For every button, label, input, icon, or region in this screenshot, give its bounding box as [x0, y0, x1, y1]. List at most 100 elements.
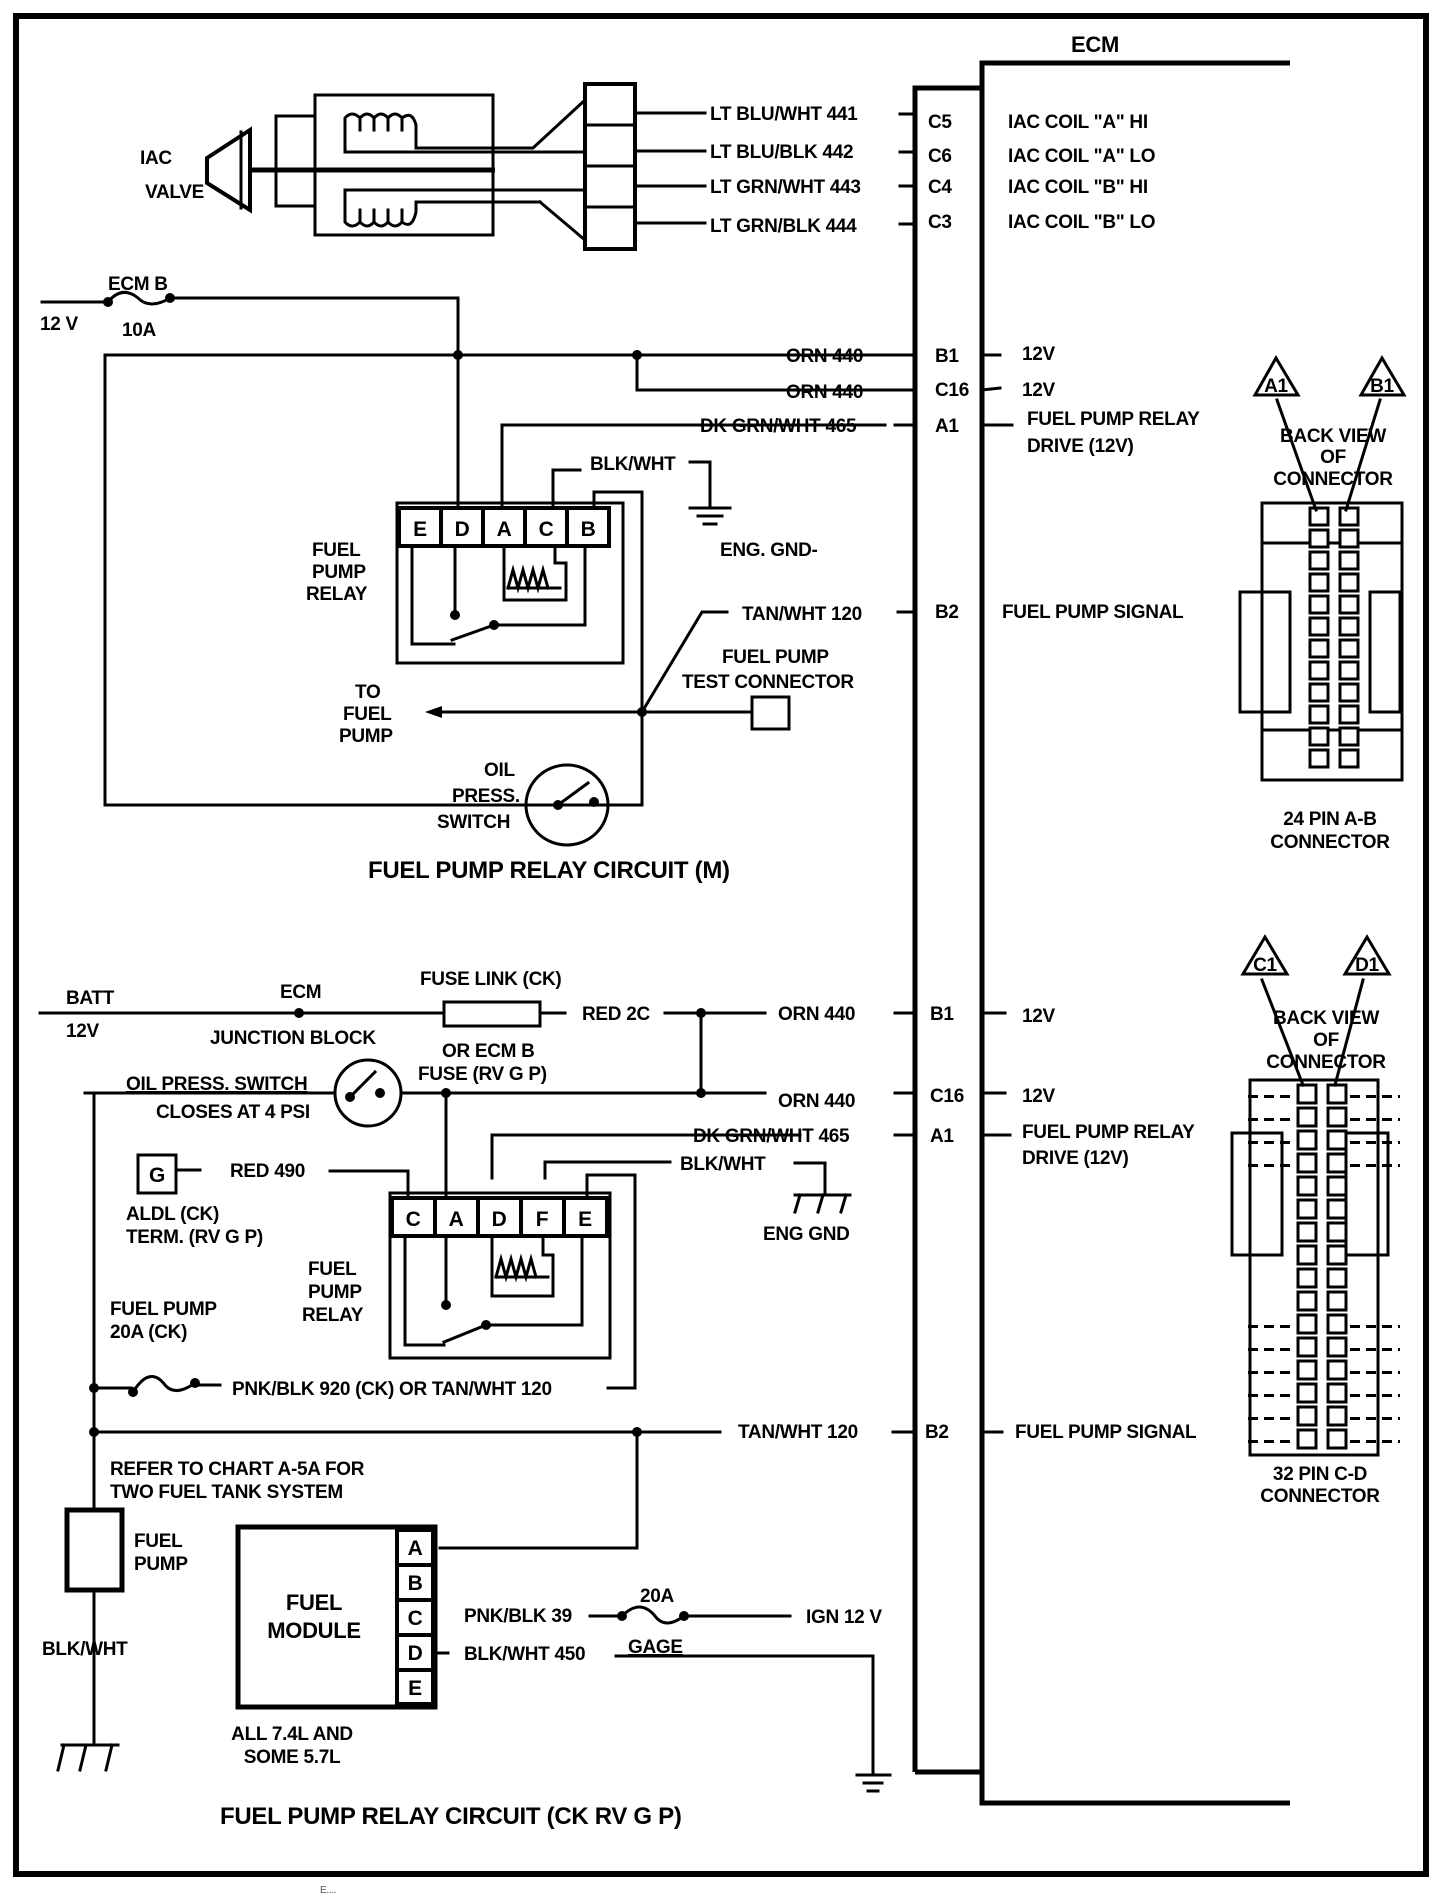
fuse-icon	[105, 290, 173, 306]
oil-switch-note: CLOSES AT 4 PSI	[156, 1102, 310, 1123]
relay-contact-icon	[442, 1323, 488, 1344]
wire-label: ORN 440	[778, 1091, 855, 1112]
connector-name: CONNECTOR	[1270, 832, 1390, 853]
pin-function-2: DRIVE (12V)	[1022, 1148, 1129, 1169]
connector-pin	[1338, 638, 1360, 659]
connector-pin	[1338, 616, 1360, 637]
aldl-label: TERM. (RV G P)	[126, 1227, 263, 1248]
connector-pin	[1326, 1405, 1348, 1427]
fuel-pump	[64, 1507, 125, 1593]
wire-label: RED 2C	[582, 1004, 650, 1025]
connector-name: CONNECTOR	[1260, 1486, 1380, 1507]
coil-a-icon	[343, 112, 487, 154]
relay-pin: C	[406, 1208, 421, 1231]
pin-function: IAC COIL "B" LO	[1008, 212, 1155, 233]
ground-wire: BLK/WHT	[590, 454, 676, 475]
connector-pin	[1338, 506, 1360, 527]
pin-function: FUEL PUMP SIGNAL	[1002, 602, 1184, 623]
pin-function: IAC COIL "A" LO	[1008, 146, 1155, 167]
connector-pin	[1308, 594, 1330, 615]
relay-pin: B	[581, 518, 596, 541]
pump-fuse-label: FUEL PUMP	[110, 1299, 217, 1320]
circuit-ck-title: FUEL PUMP RELAY CIRCUIT (CK RV G P)	[220, 1803, 682, 1830]
connector-pin	[1296, 1106, 1318, 1128]
pin-row: LT BLU/WHT 441 C5 IAC COIL "A" HI	[710, 104, 1148, 133]
ecm-connector-strip	[912, 60, 1290, 1772]
chassis-ground-icon	[56, 1743, 66, 1772]
connector-tag: C1	[1253, 955, 1277, 976]
connector-pin-grid	[1248, 1083, 1400, 1450]
module-pin: A	[408, 1537, 423, 1560]
pin-label: C6	[928, 146, 952, 167]
ecm-body-outline	[979, 88, 1290, 1806]
chassis-ground-icon	[793, 1193, 802, 1214]
wire-label: DK GRN/WHT 465	[693, 1126, 850, 1147]
test-connector	[750, 695, 791, 731]
relay-pin: D	[455, 518, 470, 541]
connector-pin-grid	[1308, 506, 1360, 769]
footer-fragment: E....	[320, 1885, 336, 1896]
coil-b-icon	[343, 188, 542, 228]
wire-label: PNK/BLK 920 (CK) OR TAN/WHT 120	[232, 1379, 552, 1400]
pin-label: A1	[935, 416, 959, 437]
aldl-terminal	[136, 1153, 178, 1195]
ign-fuse-rating: 20A	[640, 1586, 675, 1607]
connector-pin	[1308, 616, 1330, 637]
ign-source: IGN 12 V	[806, 1607, 882, 1628]
connector-view-label: CONNECTOR	[1273, 469, 1393, 490]
pin-function: 12V	[1022, 380, 1056, 401]
connector-pin	[1296, 1152, 1318, 1174]
connector-pin	[1338, 726, 1360, 747]
connector-pin	[1308, 704, 1330, 725]
oil-pressure-switch-icon	[524, 763, 610, 847]
diagram-border	[13, 13, 1429, 1877]
iac-valve-label: VALVE	[145, 182, 204, 203]
relay-pin: A	[449, 1208, 464, 1231]
connector-pin	[1338, 748, 1360, 769]
pin-label: B2	[925, 1422, 949, 1443]
connector-pin	[1308, 506, 1330, 527]
fuel-pump-relay-ck	[388, 1191, 612, 1360]
pin-label: B1	[930, 1004, 954, 1025]
connector-pin	[1338, 572, 1360, 593]
test-connector-label: FUEL PUMP	[722, 647, 829, 668]
oil-pressure-switch-icon	[333, 1058, 403, 1128]
connector-pin	[1296, 1428, 1318, 1450]
wire-label: ORN 440	[786, 346, 863, 367]
relay-pin: D	[492, 1208, 507, 1231]
connector-pin	[1296, 1290, 1318, 1312]
tag-triangle-icon	[1342, 934, 1392, 976]
connector-pin	[1326, 1290, 1348, 1312]
pin-row: LT GRN/BLK 444 C3 IAC COIL "B" LO	[710, 212, 1156, 237]
relay-pin: A	[497, 518, 512, 541]
pin-function: 12V	[1022, 1086, 1056, 1107]
ground-label: ENG. GND-	[720, 540, 818, 561]
relay-label: FUEL	[312, 540, 361, 561]
test-connector-label: TEST CONNECTOR	[682, 672, 854, 693]
oil-switch-label: OIL PRESS. SWITCH	[126, 1074, 307, 1095]
pump-ground-wire: BLK/WHT	[42, 1639, 128, 1660]
tag-triangle-icon	[1240, 934, 1290, 976]
tag-triangle-icon	[1252, 355, 1301, 397]
connector-pin	[1326, 1198, 1348, 1220]
fuse-link-icon	[442, 1000, 542, 1028]
pin-function-2: DRIVE (12V)	[1027, 436, 1134, 457]
pin-label: C16	[930, 1086, 964, 1107]
fuse-link-label: FUSE LINK (CK)	[420, 969, 561, 990]
connector-pin	[1296, 1175, 1318, 1197]
module-label: MODULE	[267, 1618, 361, 1643]
connector-pin	[1326, 1221, 1348, 1243]
supply-label: 12 V	[40, 314, 79, 335]
connector-tag: D1	[1355, 955, 1379, 976]
fuel-pump-relay-m	[395, 501, 625, 665]
pin-label: C16	[935, 380, 969, 401]
connector-pin	[1296, 1405, 1318, 1427]
connector-pin	[1308, 660, 1330, 681]
relay-contact-icon	[450, 623, 496, 642]
wire-label: ORN 440	[778, 1004, 855, 1025]
relay-coil-icon	[490, 1234, 555, 1298]
module-note: ALL 7.4L AND	[231, 1724, 353, 1745]
connector-tag: A1	[1264, 376, 1288, 397]
wire-label: LT BLU/WHT 441	[710, 104, 858, 125]
ecm-junction-label: ECM	[280, 982, 321, 1003]
